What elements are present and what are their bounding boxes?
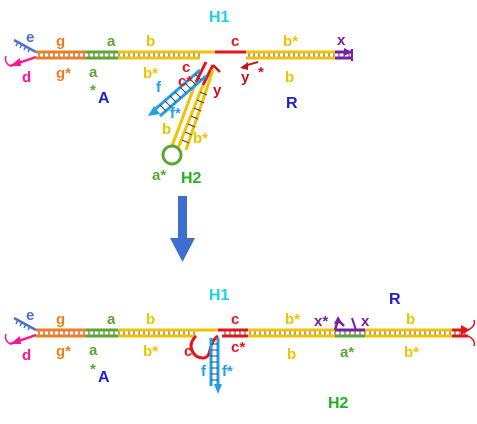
label-H2-bottom: H2 bbox=[328, 395, 349, 412]
d-arrowhead-bottom bbox=[10, 336, 21, 344]
label-b-star-right-bottom: b* bbox=[404, 344, 419, 361]
label-x-bottom: x bbox=[361, 313, 370, 330]
x-bar-b bbox=[351, 317, 357, 331]
label-g-bottom: g bbox=[56, 311, 65, 328]
c-stem bbox=[201, 64, 215, 86]
label-A-bottom: A bbox=[98, 369, 110, 386]
f-rungs bbox=[159, 73, 202, 112]
label-f-star-top: f* bbox=[170, 105, 181, 122]
e-strand-ticks-bottom bbox=[15, 319, 31, 331]
label-x-star-bottom: x* bbox=[314, 313, 328, 330]
label-a-lower-bottom: a bbox=[89, 342, 98, 359]
d-tail bbox=[4, 55, 11, 67]
label-g-star-bottom: g* bbox=[56, 343, 71, 360]
right-tail-b bbox=[467, 335, 476, 347]
h1-title-bottom: H1 bbox=[209, 287, 230, 304]
c-star-stem bbox=[194, 61, 208, 83]
right-arrowhead-b bbox=[461, 325, 470, 335]
label-b-right-bottom: b bbox=[406, 311, 415, 328]
e-strand-ticks bbox=[15, 41, 31, 53]
label-b-left-top: b bbox=[146, 33, 155, 50]
label-b-star-mid-bottom: b* bbox=[285, 311, 300, 328]
stem-rungs bbox=[181, 91, 208, 144]
label-c-top: c bbox=[231, 33, 239, 50]
label-x-top: x bbox=[337, 32, 346, 49]
f-star-strand bbox=[159, 74, 207, 118]
top-panel: H1 e d g g* a a * A b b* c b* b x c c* y… bbox=[4, 9, 353, 187]
label-g-top: g bbox=[56, 33, 65, 50]
y-overhang bbox=[212, 64, 221, 73]
label-b-star-stem-top: b* bbox=[193, 130, 208, 147]
c-loop-b bbox=[189, 334, 219, 360]
d-tail-bottom bbox=[4, 333, 11, 345]
h1-title-top: H1 bbox=[209, 9, 230, 26]
label-b-star-left-bottom: b* bbox=[143, 343, 158, 360]
b-star-stem bbox=[176, 84, 205, 149]
label-a-top: a bbox=[107, 33, 116, 50]
reaction-arrow bbox=[170, 196, 195, 262]
top-duplex-rungs bbox=[38, 53, 350, 57]
label-b-star-left-top: b* bbox=[143, 65, 158, 82]
label-c-star-bottom: c* bbox=[231, 339, 245, 356]
label-c-star-top: c* bbox=[178, 73, 192, 90]
d-arrowhead bbox=[10, 58, 21, 66]
label-b-star-right-top: b* bbox=[283, 33, 298, 50]
label-a-star-mark-top: * bbox=[90, 82, 96, 99]
x-star-arrowhead-b bbox=[334, 316, 342, 324]
label-f-top: f bbox=[156, 79, 162, 96]
label-f-star-bottom: f* bbox=[222, 363, 233, 380]
x-arrowhead bbox=[344, 48, 352, 56]
h2-stem bbox=[148, 61, 221, 166]
label-b-mid-bottom: b bbox=[287, 346, 296, 363]
f-arrowhead-b bbox=[214, 384, 222, 394]
label-H2-top: H2 bbox=[181, 170, 202, 187]
label-b-right-top: b bbox=[285, 69, 294, 86]
a-star-loop bbox=[161, 144, 183, 166]
label-R-top: R bbox=[286, 95, 298, 112]
label-a-star-bottom: a* bbox=[340, 344, 354, 361]
label-b-stem-top: b bbox=[162, 121, 171, 138]
label-c-bottom: c bbox=[231, 311, 239, 328]
b-stem-inner bbox=[170, 81, 198, 147]
bottom-panel: H1 R e d g g* a a * A b b* c c c* b* b x… bbox=[4, 287, 476, 412]
f-rungs-b bbox=[211, 343, 218, 381]
label-a-star-loop-top: a* bbox=[152, 167, 166, 184]
y-star-arrowhead bbox=[240, 62, 248, 70]
bottom-duplex-rungs bbox=[38, 331, 466, 335]
label-y-star-mark-top: * bbox=[258, 64, 264, 81]
f-arrowhead bbox=[148, 106, 160, 116]
label-a-lower-top: a bbox=[89, 64, 98, 81]
label-f-bottom: f bbox=[201, 363, 207, 380]
label-y-star-top: y bbox=[241, 69, 250, 86]
label-a-star-mark-bottom: * bbox=[90, 361, 96, 378]
label-b-left-bottom: b bbox=[146, 311, 155, 328]
label-R-bottom: R bbox=[389, 291, 401, 308]
label-a-bottom: a bbox=[107, 311, 116, 328]
right-tail-b2 bbox=[467, 319, 476, 331]
label-A-top: A bbox=[98, 90, 110, 107]
label-c-red-bottom: c bbox=[184, 343, 192, 360]
label-e-bottom: e bbox=[26, 307, 34, 324]
label-c-red-top: c bbox=[182, 59, 190, 76]
label-d-bottom: d bbox=[22, 347, 31, 364]
label-y-top: y bbox=[213, 82, 222, 99]
label-g-star-top: g* bbox=[56, 65, 71, 82]
label-e-top: e bbox=[26, 29, 34, 46]
label-d-top: d bbox=[22, 69, 31, 86]
